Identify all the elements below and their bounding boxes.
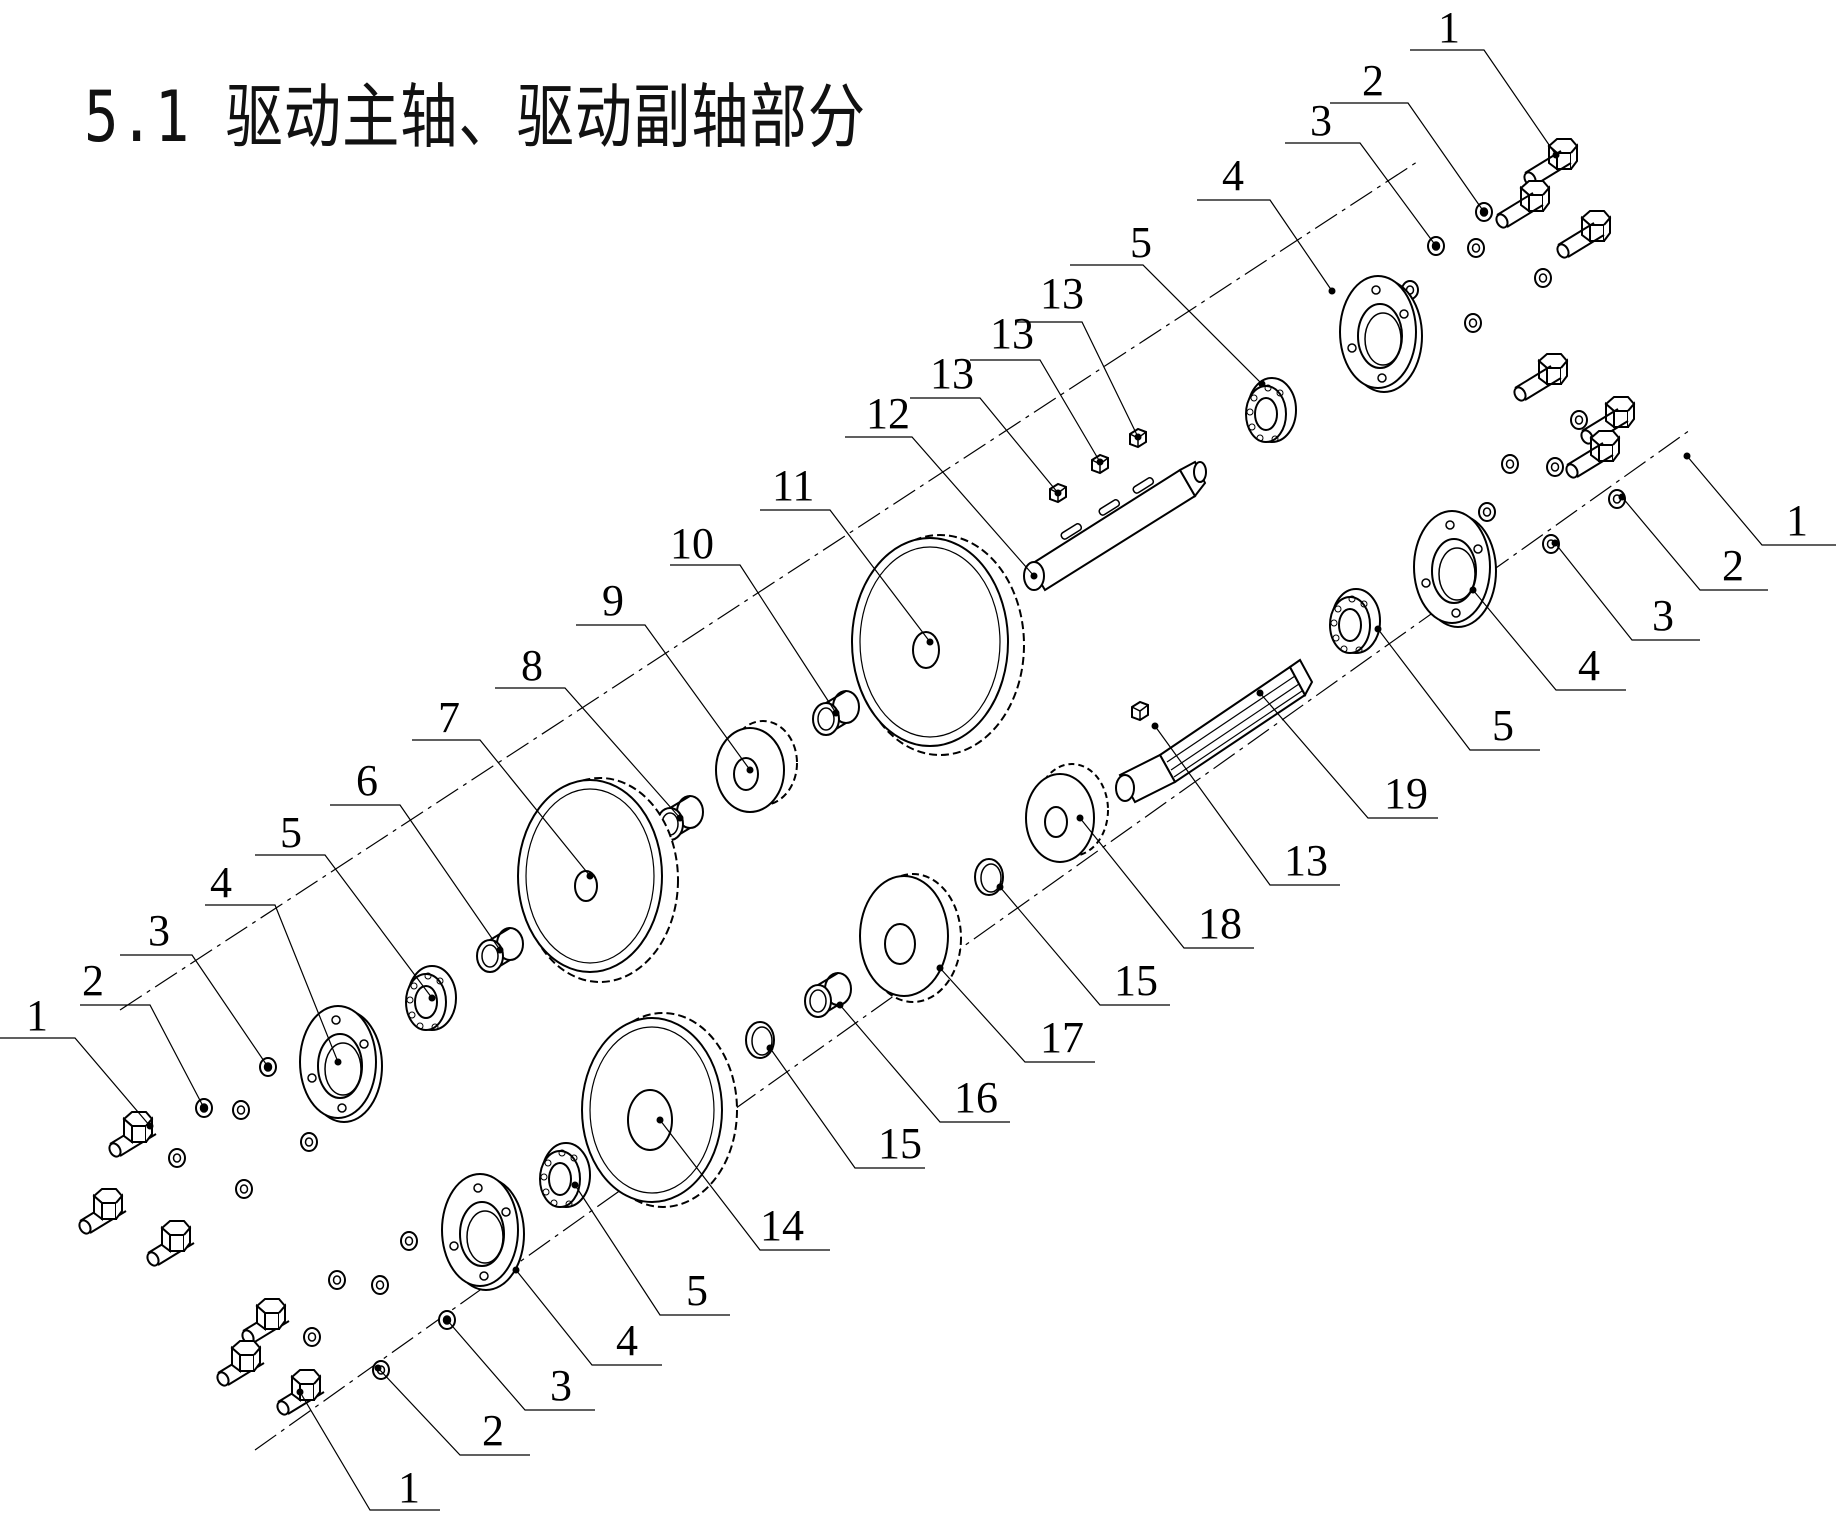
part-label-6: 6 [356,756,378,805]
part-label-17: 17 [1040,1013,1084,1062]
part-label-10: 10 [670,519,714,568]
part-label-3: 3 [550,1361,572,1410]
key-icon [1131,701,1149,721]
part-label-2: 2 [1362,56,1384,105]
sprocket-icon [715,720,798,813]
part-label-5: 5 [686,1266,708,1315]
part-label-5: 5 [1492,701,1514,750]
part-label-9: 9 [602,576,624,625]
flange-housing-icon [1413,510,1497,628]
part-label-1: 1 [26,991,48,1040]
large-gear-icon [581,1012,738,1208]
part-label-13: 13 [1040,269,1084,318]
part-label-3: 3 [1310,96,1332,145]
pinion-gear-icon [1025,763,1109,863]
gear-icon [859,873,962,1003]
part-number-labels: 1 2 3 4 5 13 13 13 12 11 10 9 8 7 6 5 4 … [26,3,1808,1512]
part-label-16: 16 [954,1073,998,1122]
part-label-14: 14 [760,1201,804,1250]
part-label-13: 13 [930,349,974,398]
part-label-1: 1 [398,1463,420,1512]
gear-icon [517,777,679,983]
part-label-3: 3 [1652,591,1674,640]
flange-housing-icon [1339,275,1423,393]
part-label-5: 5 [1130,218,1152,267]
washer-icon [303,1231,456,1380]
part-label-12: 12 [866,389,910,438]
leader-dots [146,151,1691,1396]
flange-housing-icon [441,1173,525,1291]
page-title: 5.1 驱动主轴、驱动副轴部分 [84,76,866,158]
bolt-icon [76,1111,195,1269]
part-label-1: 1 [1438,3,1460,52]
part-label-15: 15 [1114,956,1158,1005]
part-label-5: 5 [280,808,302,857]
main-axis-line [119,159,1421,1011]
main-shaft-icon [1023,460,1207,592]
part-label-4: 4 [1222,151,1244,200]
retaining-ring-icon [745,1021,775,1059]
part-label-18: 18 [1198,899,1242,948]
part-label-8: 8 [521,641,543,690]
part-label-15: 15 [878,1119,922,1168]
part-label-1: 1 [1786,496,1808,545]
washer-icon [1401,202,1552,333]
splined-shaft-icon [1115,658,1314,804]
part-label-2: 2 [482,1406,504,1455]
part-label-19: 19 [1384,769,1428,818]
bolt-icon [214,1298,325,1418]
part-label-2: 2 [1722,541,1744,590]
large-gear-icon [851,534,1025,756]
bolt-icon [1493,138,1611,261]
part-label-11: 11 [772,461,814,510]
bearing-icon [1329,588,1381,654]
part-label-3: 3 [148,906,170,955]
part-label-4: 4 [616,1316,638,1365]
part-label-13: 13 [1284,836,1328,885]
part-label-4: 4 [210,858,232,907]
part-label-13: 13 [990,309,1034,358]
part-label-7: 7 [438,693,460,742]
flange-housing-icon [299,1005,383,1123]
leader-lines [0,49,1836,1511]
bearing-icon [1245,377,1297,443]
part-label-4: 4 [1578,641,1600,690]
washer-icon [168,1057,318,1199]
part-label-2: 2 [82,956,104,1005]
